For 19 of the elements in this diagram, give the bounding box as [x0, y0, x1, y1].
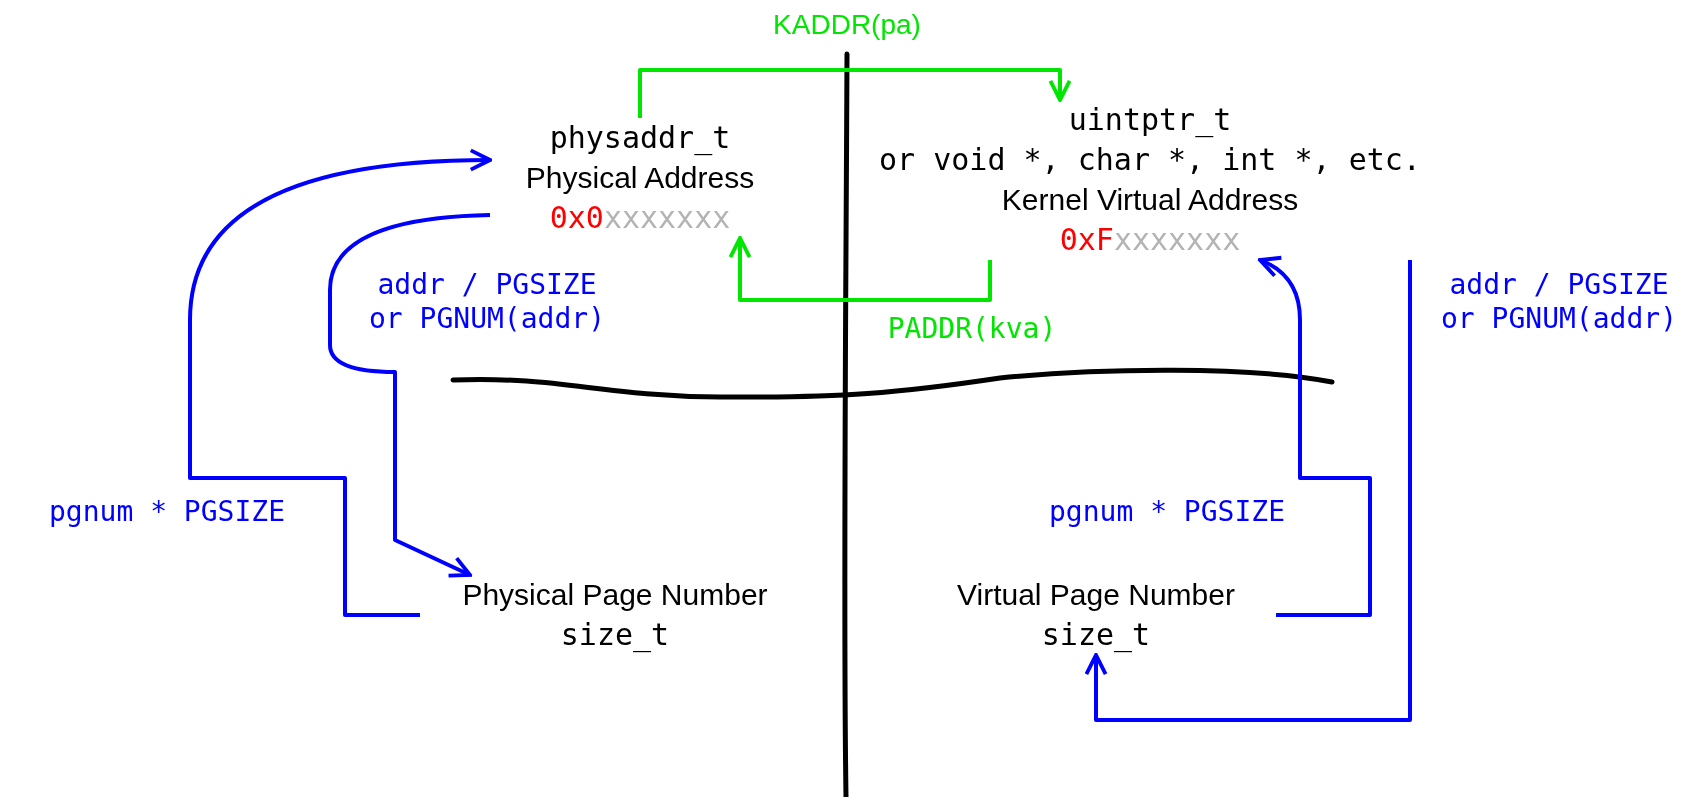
type-name: physaddr_t	[549, 119, 731, 158]
address-digits: xxxxxxx	[1113, 221, 1241, 259]
arrow	[728, 236, 992, 302]
arrow	[1084, 260, 1412, 722]
type-name: or void *, char *, int *, etc.	[879, 141, 1421, 179]
number-kind: Physical Page Number	[462, 577, 768, 613]
address-digits: xxxxxxx	[603, 199, 731, 237]
number-kind: Virtual Page Number	[957, 577, 1235, 613]
address-kind: Kernel Virtual Address	[1001, 182, 1299, 218]
address-prefix: 0x0	[549, 199, 604, 237]
arrow	[1258, 256, 1372, 617]
address-prefix: 0xF	[1059, 221, 1114, 259]
type-name: size_t	[1041, 616, 1151, 655]
type-name: size_t	[560, 616, 670, 655]
arrow	[638, 68, 1072, 118]
arrow	[328, 213, 491, 578]
address-kind: Physical Address	[525, 160, 755, 196]
type-name: uintptr_t	[1068, 101, 1232, 140]
arrow	[188, 148, 492, 617]
